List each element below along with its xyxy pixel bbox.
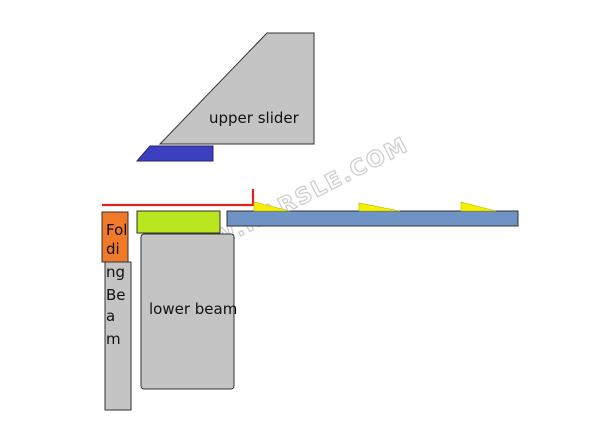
folding-beam-label-line: m [106,330,121,348]
back-gauge-stop-1 [253,201,291,212]
sheet-metal [226,210,519,227]
folding-beam-label-line: Be [106,286,126,304]
folding-beam-label-line: ng [106,263,125,281]
folding-beam-head [101,211,129,263]
lower-beam [140,233,235,390]
lower-beam-label: lower beam [149,300,237,318]
folding-beam-label-line: di [106,240,120,258]
folding-beam-label-line: a [106,307,115,325]
folding-beam-label: Fol di ng Be a m [106,221,127,348]
back-gauge-stop-3 [460,201,497,212]
upper-slider-label: upper slider [209,109,300,127]
folding-beam [104,261,132,411]
back-gauge-stop-2 [358,202,401,212]
red-position-line [102,189,255,207]
upper-slider [158,32,315,145]
upper-tool [135,145,214,162]
lower-die [136,210,221,234]
folding-beam-label-line: Fol [106,221,127,239]
